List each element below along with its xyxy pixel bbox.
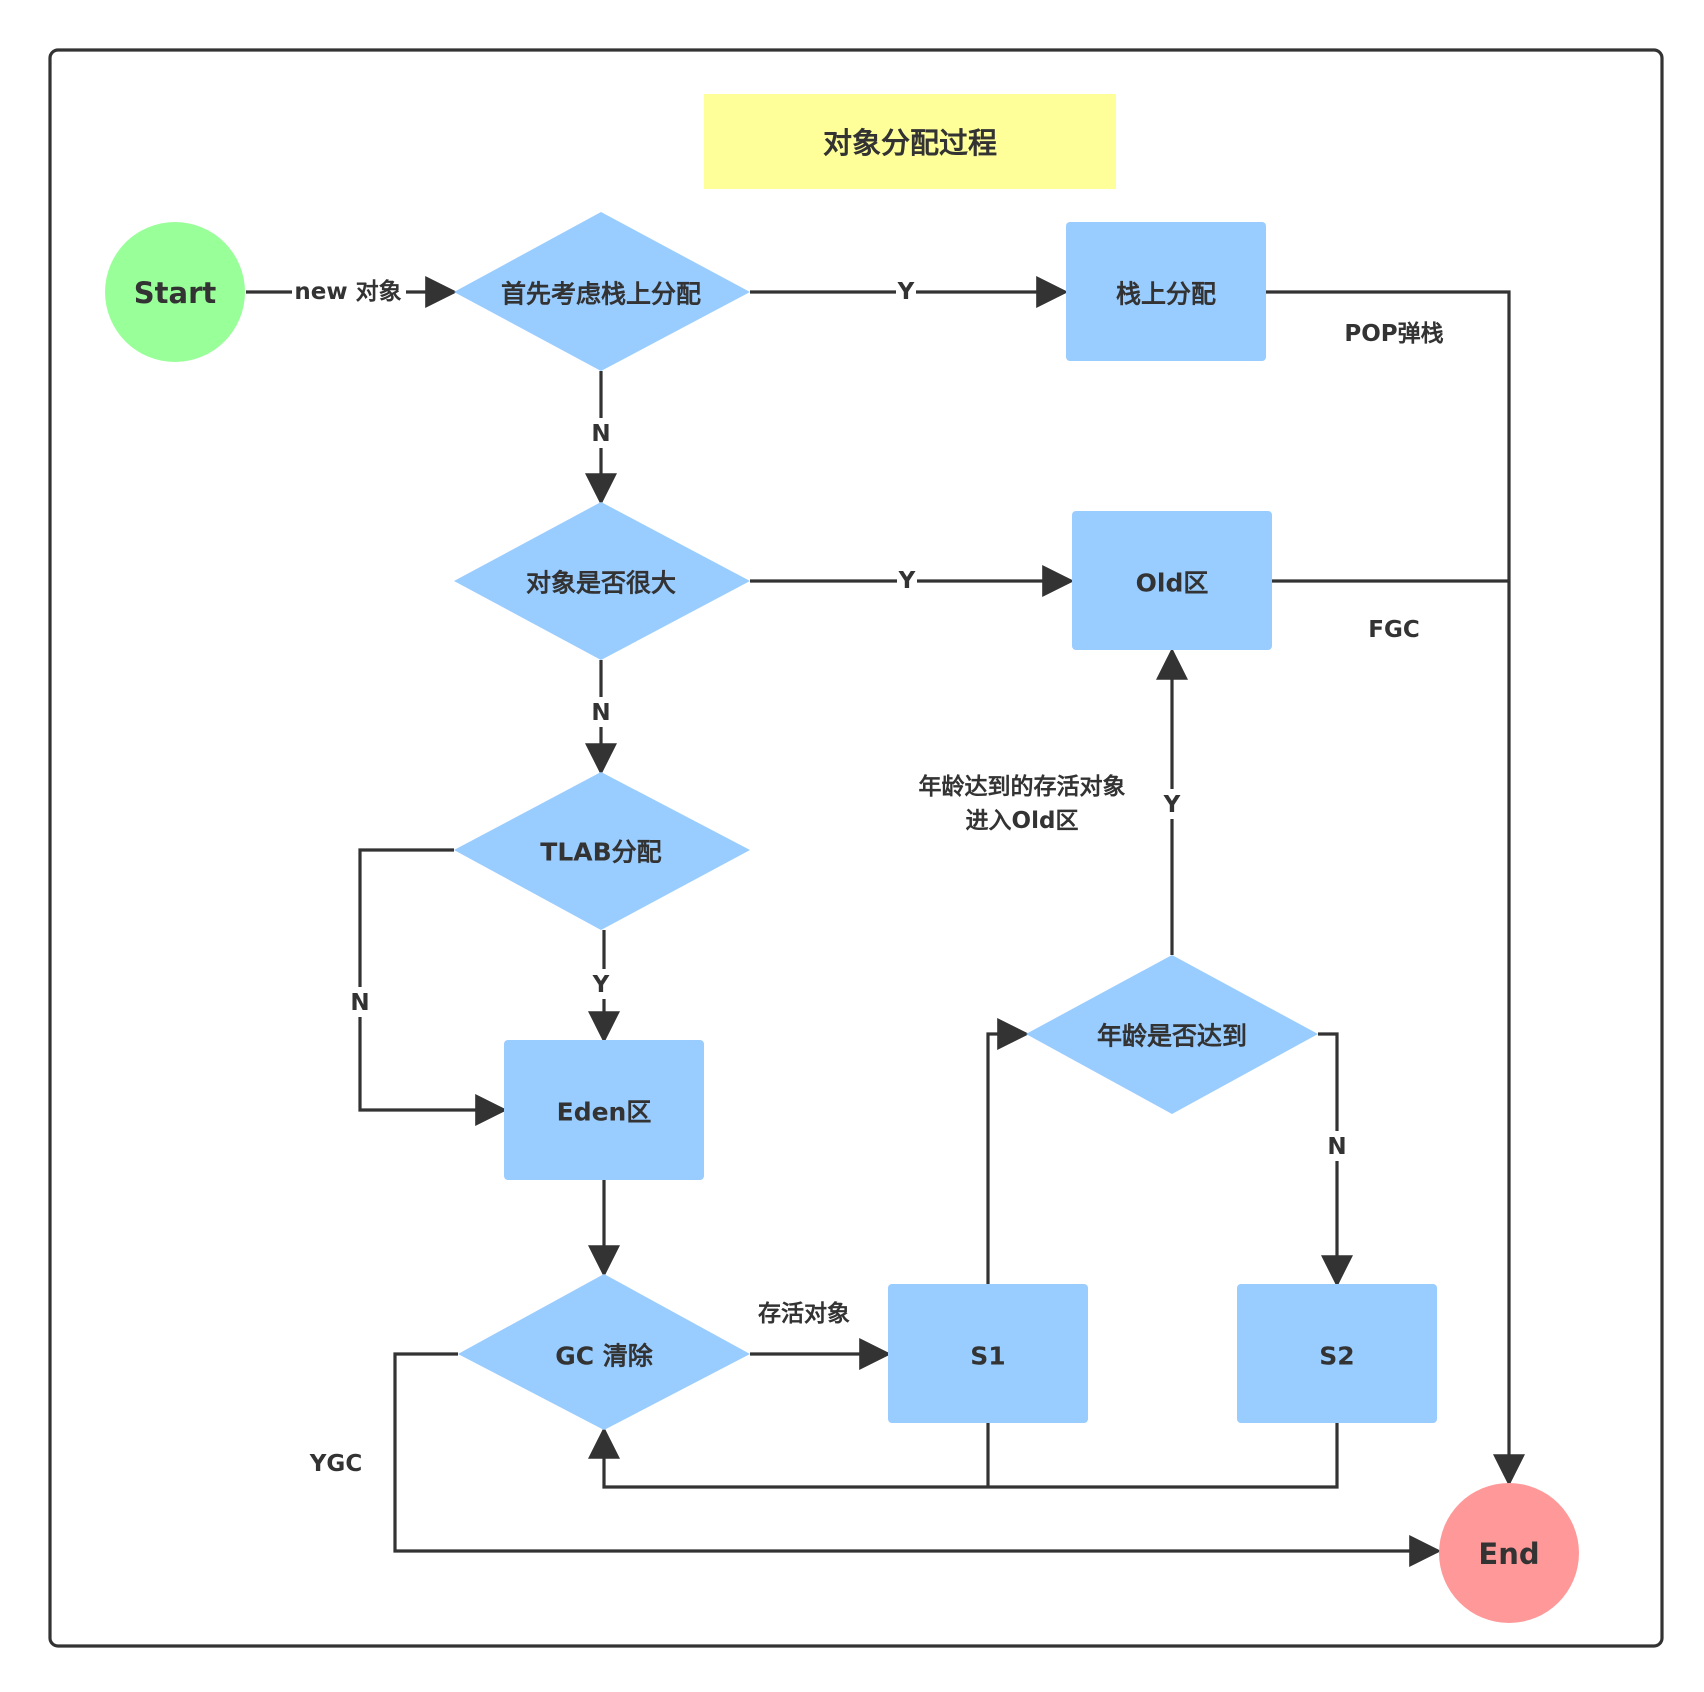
edge-ygc xyxy=(393,1352,1442,1567)
old-box xyxy=(1072,511,1272,650)
fgc-label: FGC xyxy=(1368,617,1419,643)
old-label: Old区 xyxy=(1136,569,1209,598)
age-check-label: 年龄是否达到 xyxy=(1097,1022,1247,1051)
big-yes-label: Y xyxy=(898,568,916,594)
diagram-title: 对象分配过程 xyxy=(823,126,997,160)
big-no-label: N xyxy=(591,700,610,726)
edge-survivor-return xyxy=(588,1423,1339,1489)
eden-label: Eden区 xyxy=(557,1098,652,1127)
s2-box xyxy=(1237,1284,1437,1423)
s1-box xyxy=(888,1284,1088,1423)
age-yes-label: Y xyxy=(1163,792,1181,818)
end-label: End xyxy=(1478,1537,1539,1571)
tlab-label: TLAB分配 xyxy=(540,838,661,867)
title-box xyxy=(704,94,1116,189)
stack-no-label: N xyxy=(591,421,610,447)
edge-s1-age xyxy=(986,1018,1030,1284)
big-check-label: 对象是否很大 xyxy=(526,569,676,598)
stack-check-label: 首先考虑栈上分配 xyxy=(501,280,701,309)
age-note-line-1: 年龄达到的存活对象 xyxy=(919,773,1126,800)
tlab-diamond xyxy=(454,772,750,930)
edge-tlab-no xyxy=(358,848,508,1126)
age-check-diamond xyxy=(1026,955,1318,1114)
tlab-no-label: N xyxy=(350,990,369,1016)
edge-pop xyxy=(1266,290,1525,1487)
s2-label: S2 xyxy=(1319,1342,1354,1371)
start-label: Start xyxy=(134,276,217,310)
s1-label: S1 xyxy=(970,1342,1005,1371)
eden-box xyxy=(504,1040,704,1180)
big-check-diamond xyxy=(454,502,750,660)
diagram-frame xyxy=(48,48,1664,1648)
pop-label: POP弹栈 xyxy=(1344,321,1443,347)
edge-age-no xyxy=(1318,1032,1353,1288)
ygc-label: YGC xyxy=(309,1451,362,1477)
stack-alloc-label: 栈上分配 xyxy=(1116,280,1216,309)
survivors-label: 存活对象 xyxy=(758,1300,850,1327)
stack-alloc-box xyxy=(1066,222,1266,361)
gc-diamond xyxy=(458,1274,750,1430)
new-object-label: new 对象 xyxy=(294,278,401,305)
age-note-line-2: 进入Old区 xyxy=(966,808,1079,834)
tlab-yes-label: Y xyxy=(592,972,610,998)
end-node xyxy=(1439,1483,1579,1623)
gc-label: GC 清除 xyxy=(555,1342,654,1371)
age-no-label: N xyxy=(1327,1134,1346,1160)
stack-yes-label: Y xyxy=(897,279,915,305)
start-node xyxy=(105,222,245,362)
stack-check-diamond xyxy=(454,212,750,371)
